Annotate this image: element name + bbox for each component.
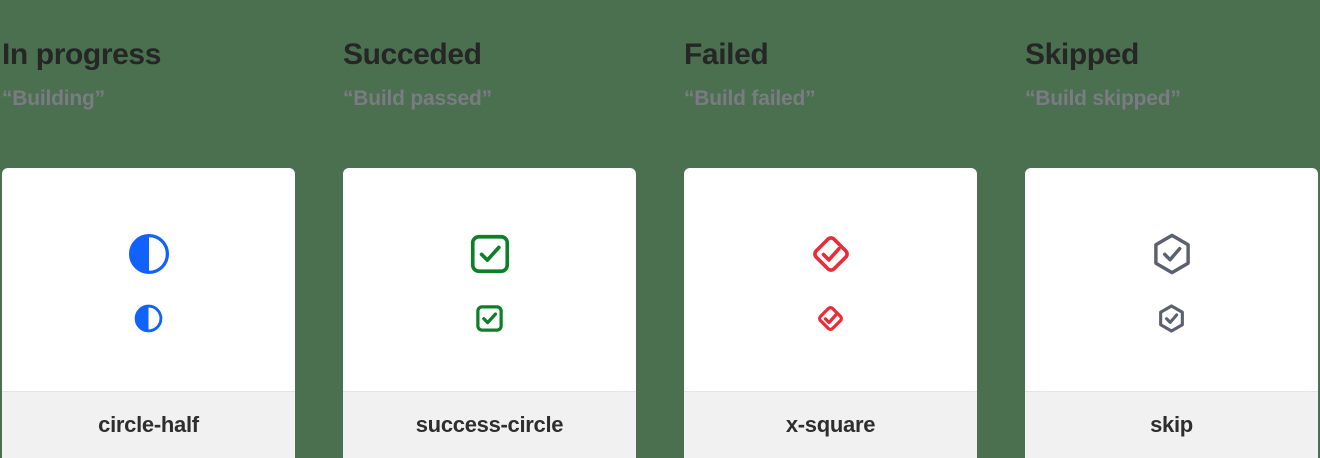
status-column-skipped: Skipped “Build skipped” skip bbox=[1025, 0, 1318, 458]
icon-name-label: circle-half bbox=[98, 412, 199, 437]
success-circle-icon bbox=[470, 234, 509, 274]
x-square-icon bbox=[812, 236, 849, 272]
icon-name-footer: success-circle bbox=[343, 391, 636, 458]
status-column-succeded: Succeded “Build passed” success-circle bbox=[343, 0, 636, 458]
icon-card[interactable]: success-circle bbox=[343, 168, 636, 458]
icon-name-footer: circle-half bbox=[2, 391, 295, 458]
icon-name-footer: x-square bbox=[684, 391, 977, 458]
icon-name-label: x-square bbox=[785, 412, 876, 437]
page-title: In progress bbox=[2, 38, 161, 71]
page-title: Succeded bbox=[343, 38, 482, 71]
icon-card[interactable]: x-square bbox=[684, 168, 977, 458]
status-column-in-progress: In progress “Building” circle-half bbox=[2, 0, 295, 458]
icon-name-label: skip bbox=[1150, 412, 1193, 437]
status-subtitle: “Build skipped” bbox=[1025, 87, 1181, 110]
skip-icon-small bbox=[1159, 304, 1184, 333]
page-title: Skipped bbox=[1025, 38, 1139, 71]
status-subtitle: “Building” bbox=[2, 87, 105, 110]
icon-card[interactable]: skip bbox=[1025, 168, 1318, 458]
success-circle-icon-small bbox=[476, 305, 503, 332]
icon-card[interactable]: circle-half bbox=[2, 168, 295, 458]
status-subtitle: “Build failed” bbox=[684, 87, 816, 110]
icon-preview-area bbox=[684, 168, 977, 391]
status-subtitle: “Build passed” bbox=[343, 87, 492, 110]
status-column-failed: Failed “Build failed” x-square bbox=[684, 0, 977, 458]
page-title: Failed bbox=[684, 38, 769, 71]
circle-half-icon-small bbox=[134, 304, 163, 333]
icon-name-label: success-circle bbox=[415, 412, 564, 437]
icon-preview-area bbox=[343, 168, 636, 391]
skip-icon bbox=[1153, 233, 1190, 275]
icon-preview-area bbox=[1025, 168, 1318, 391]
x-square-icon-small bbox=[818, 306, 843, 331]
icon-preview-area bbox=[2, 168, 295, 391]
circle-half-icon bbox=[128, 233, 169, 275]
icon-name-footer: skip bbox=[1025, 391, 1318, 458]
